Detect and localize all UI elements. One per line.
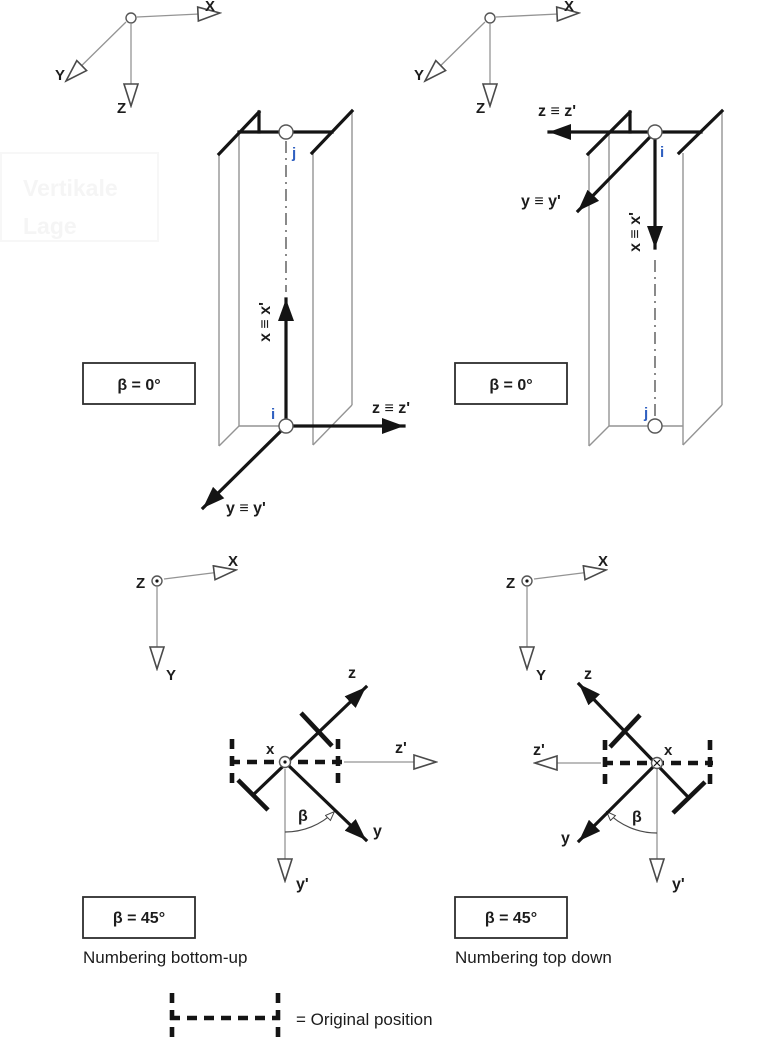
z-prime-axis-label: z' xyxy=(395,740,407,757)
z-axis-label: Z xyxy=(506,575,515,592)
x-axis-out-of-screen-dot xyxy=(283,760,287,764)
local-z-axis-arrow xyxy=(250,684,369,798)
beta-box-label: β = 0° xyxy=(489,377,532,394)
beta-box xyxy=(454,362,568,405)
beta-angle-label: β xyxy=(632,809,642,826)
local-x-axis-label: x xyxy=(266,741,275,758)
local-y-axis-label: y ≡ y' xyxy=(521,193,561,210)
z-axis-dot xyxy=(155,579,159,583)
column-top-flange xyxy=(309,108,355,156)
local-x-axis-label: x ≡ x' xyxy=(257,302,274,342)
origin-node xyxy=(484,12,496,24)
x-axis-arrow xyxy=(533,570,606,579)
y-axis-label: Y xyxy=(536,667,546,684)
column-base-edge xyxy=(682,404,723,446)
local-z-axis-arrow xyxy=(576,681,692,801)
beta-box-label: β = 0° xyxy=(117,377,160,394)
legend-original-position: = Original position xyxy=(169,993,433,1043)
y-axis-label: Y xyxy=(166,667,176,684)
node-label-bottom: i xyxy=(271,406,275,423)
z-axis-dot xyxy=(525,579,529,583)
y-axis-label: Y xyxy=(414,67,424,84)
node-i xyxy=(278,418,294,434)
node-label-top: j xyxy=(291,145,296,162)
beta-angle-arc xyxy=(284,812,334,833)
column-base-edge xyxy=(588,425,610,447)
legend-label: = Original position xyxy=(296,1010,433,1029)
origin-node xyxy=(125,12,137,24)
node-label-bottom: j xyxy=(643,405,648,422)
x-axis-arrow xyxy=(495,13,579,17)
x-axis-label: X xyxy=(598,553,608,570)
node-i xyxy=(647,124,663,140)
local-z-axis-label: z ≡ z' xyxy=(538,103,576,120)
global-axes-bottom-left: Z X Y xyxy=(136,553,238,684)
section-diagram-bottom-up: x z y z' y' β β = 45° Numbering bottom-u… xyxy=(82,665,436,967)
watermark-line1: Vertikale xyxy=(23,175,118,201)
beta-angle-label: β xyxy=(298,808,308,825)
y-axis-label: Y xyxy=(55,67,65,84)
local-x-axis-label: x ≡ x' xyxy=(627,212,644,252)
section-diagram-top-down: x z y z' y' β β = 45° Numbering top down xyxy=(454,666,713,967)
node-label-top: i xyxy=(660,144,664,161)
x-axis-label: X xyxy=(205,0,215,15)
beta-box-label: β = 45° xyxy=(485,910,537,927)
node-j xyxy=(278,124,294,140)
watermark-line2: Lage xyxy=(23,213,77,239)
local-x-axis-label: x xyxy=(664,742,673,759)
z-axis-label: Z xyxy=(136,575,145,592)
column-diagram-top-down: i j x ≡ x' z ≡ z' y ≡ y' β = 0° xyxy=(454,103,725,447)
local-y-axis-label: y xyxy=(561,830,570,847)
x-axis-arrow xyxy=(163,570,236,579)
watermark-box: Vertikale Lage xyxy=(0,152,159,242)
beta-angle-arc xyxy=(607,812,658,834)
y-prime-axis-label: y' xyxy=(672,876,685,893)
local-y-axis-label: y ≡ y' xyxy=(226,500,266,517)
y-axis-arrow xyxy=(66,21,127,81)
column-base-edge xyxy=(218,425,240,447)
x-axis-arrow xyxy=(136,13,220,17)
x-axis-into-screen-cross xyxy=(653,759,661,767)
x-axis-label: X xyxy=(228,553,238,570)
z-axis-label: Z xyxy=(117,100,126,117)
node-j xyxy=(647,418,663,434)
local-y-axis-label: y xyxy=(373,823,382,840)
caption-bottom-up: Numbering bottom-up xyxy=(83,948,247,967)
local-z-axis-label: z ≡ z' xyxy=(372,400,410,417)
local-z-axis-label: z xyxy=(584,666,592,683)
y-prime-axis-label: y' xyxy=(296,876,309,893)
caption-top-down: Numbering top down xyxy=(455,948,612,967)
rotated-section-flange xyxy=(299,711,334,748)
watermark-border xyxy=(0,152,159,242)
local-y-axis-arrow xyxy=(200,427,285,511)
z-axis-label: Z xyxy=(476,100,485,117)
local-z-axis-label: z xyxy=(348,665,356,682)
beta-box xyxy=(82,896,196,939)
z-prime-axis-label: z' xyxy=(533,742,545,759)
global-axes-bottom-right: Z X Y xyxy=(506,553,608,684)
y-axis-arrow xyxy=(425,21,486,81)
beta-box xyxy=(454,896,568,939)
global-axes-top-left: X Y Z xyxy=(55,0,220,117)
local-y-axis-arrow xyxy=(285,762,369,843)
column-diagram-bottom-up: j i x ≡ x' z ≡ z' y ≡ y' β = 0° xyxy=(82,108,410,517)
local-y-axis-arrow xyxy=(575,134,653,214)
global-axes-top-right: X Y Z xyxy=(414,0,579,117)
beta-box-label: β = 45° xyxy=(113,910,165,927)
local-y-axis-arrow xyxy=(576,763,657,844)
x-axis-label: X xyxy=(564,0,574,15)
beta-box xyxy=(82,362,196,405)
